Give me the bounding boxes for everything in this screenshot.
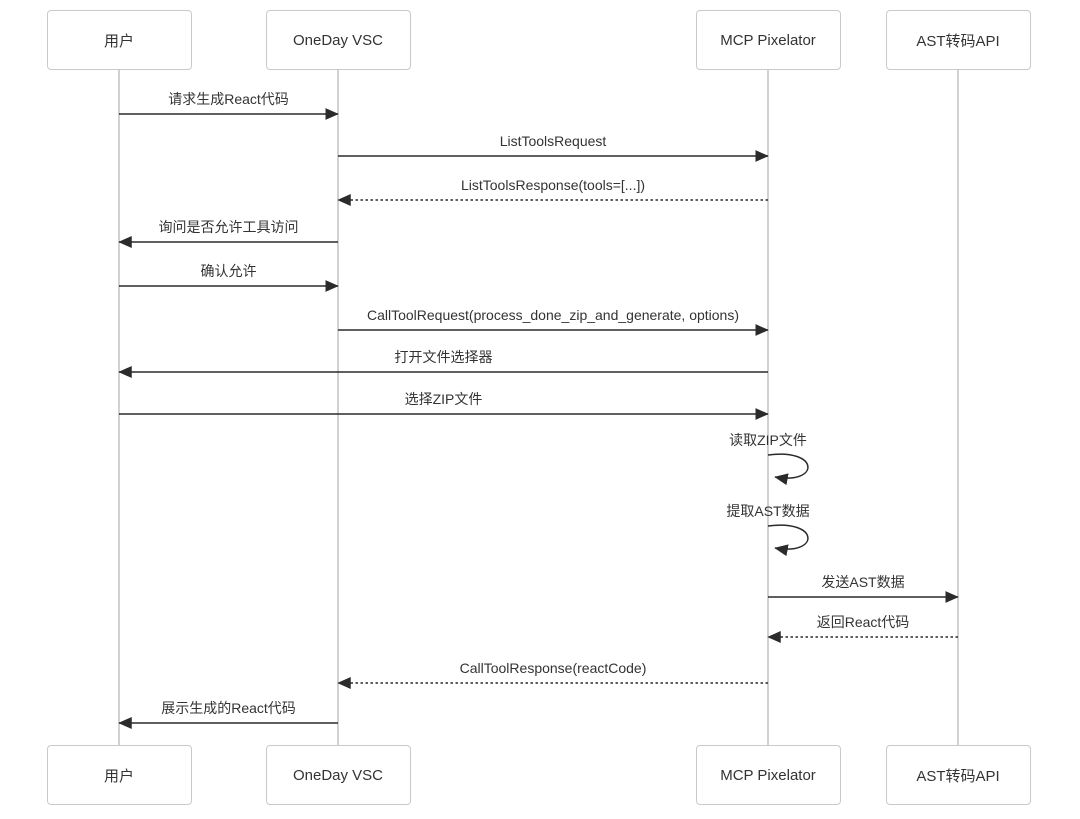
participant-label-mcp: MCP Pixelator bbox=[720, 766, 816, 784]
participant-label-user: 用户 bbox=[103, 32, 134, 50]
self-message-arrow-8 bbox=[767, 453, 809, 486]
message-label-13: 展示生成的React代码 bbox=[161, 700, 296, 717]
message-label-6: 打开文件选择器 bbox=[394, 349, 493, 366]
participant-box-bottom-ast: AST转码API bbox=[885, 745, 1031, 805]
participant-label-ast: AST转码API bbox=[916, 32, 1000, 50]
message-label-9: 提取AST数据 bbox=[726, 503, 810, 520]
participant-box-top-oneday: OneDay VSC bbox=[265, 10, 411, 70]
message-label-7: 选择ZIP文件 bbox=[404, 391, 483, 408]
message-label-3: 询问是否允许工具访问 bbox=[158, 219, 299, 236]
message-label-0: 请求生成React代码 bbox=[168, 91, 289, 108]
participant-box-top-user: 用户 bbox=[46, 10, 192, 70]
message-label-12: CallToolResponse(reactCode) bbox=[459, 660, 647, 677]
participant-label-user: 用户 bbox=[103, 767, 134, 785]
participant-label-oneday: OneDay VSC bbox=[292, 766, 384, 784]
participant-box-bottom-user: 用户 bbox=[46, 745, 192, 805]
self-message-arrow-9 bbox=[767, 524, 809, 557]
participant-box-top-ast: AST转码API bbox=[885, 10, 1031, 70]
message-label-8: 读取ZIP文件 bbox=[729, 432, 807, 449]
participant-box-bottom-oneday: OneDay VSC bbox=[265, 745, 411, 805]
participant-label-ast: AST转码API bbox=[916, 767, 1000, 785]
participant-label-oneday: OneDay VSC bbox=[292, 31, 384, 49]
participant-label-mcp: MCP Pixelator bbox=[720, 31, 816, 49]
message-label-11: 返回React代码 bbox=[816, 614, 910, 631]
message-label-1: ListToolsRequest bbox=[499, 133, 607, 150]
participant-box-bottom-mcp: MCP Pixelator bbox=[695, 745, 841, 805]
message-label-2: ListToolsResponse(tools=[...]) bbox=[460, 177, 646, 194]
message-label-5: CallToolRequest(process_done_zip_and_gen… bbox=[366, 307, 740, 324]
message-label-10: 发送AST数据 bbox=[821, 574, 905, 591]
message-label-4: 确认允许 bbox=[200, 263, 257, 280]
participant-box-top-mcp: MCP Pixelator bbox=[695, 10, 841, 70]
